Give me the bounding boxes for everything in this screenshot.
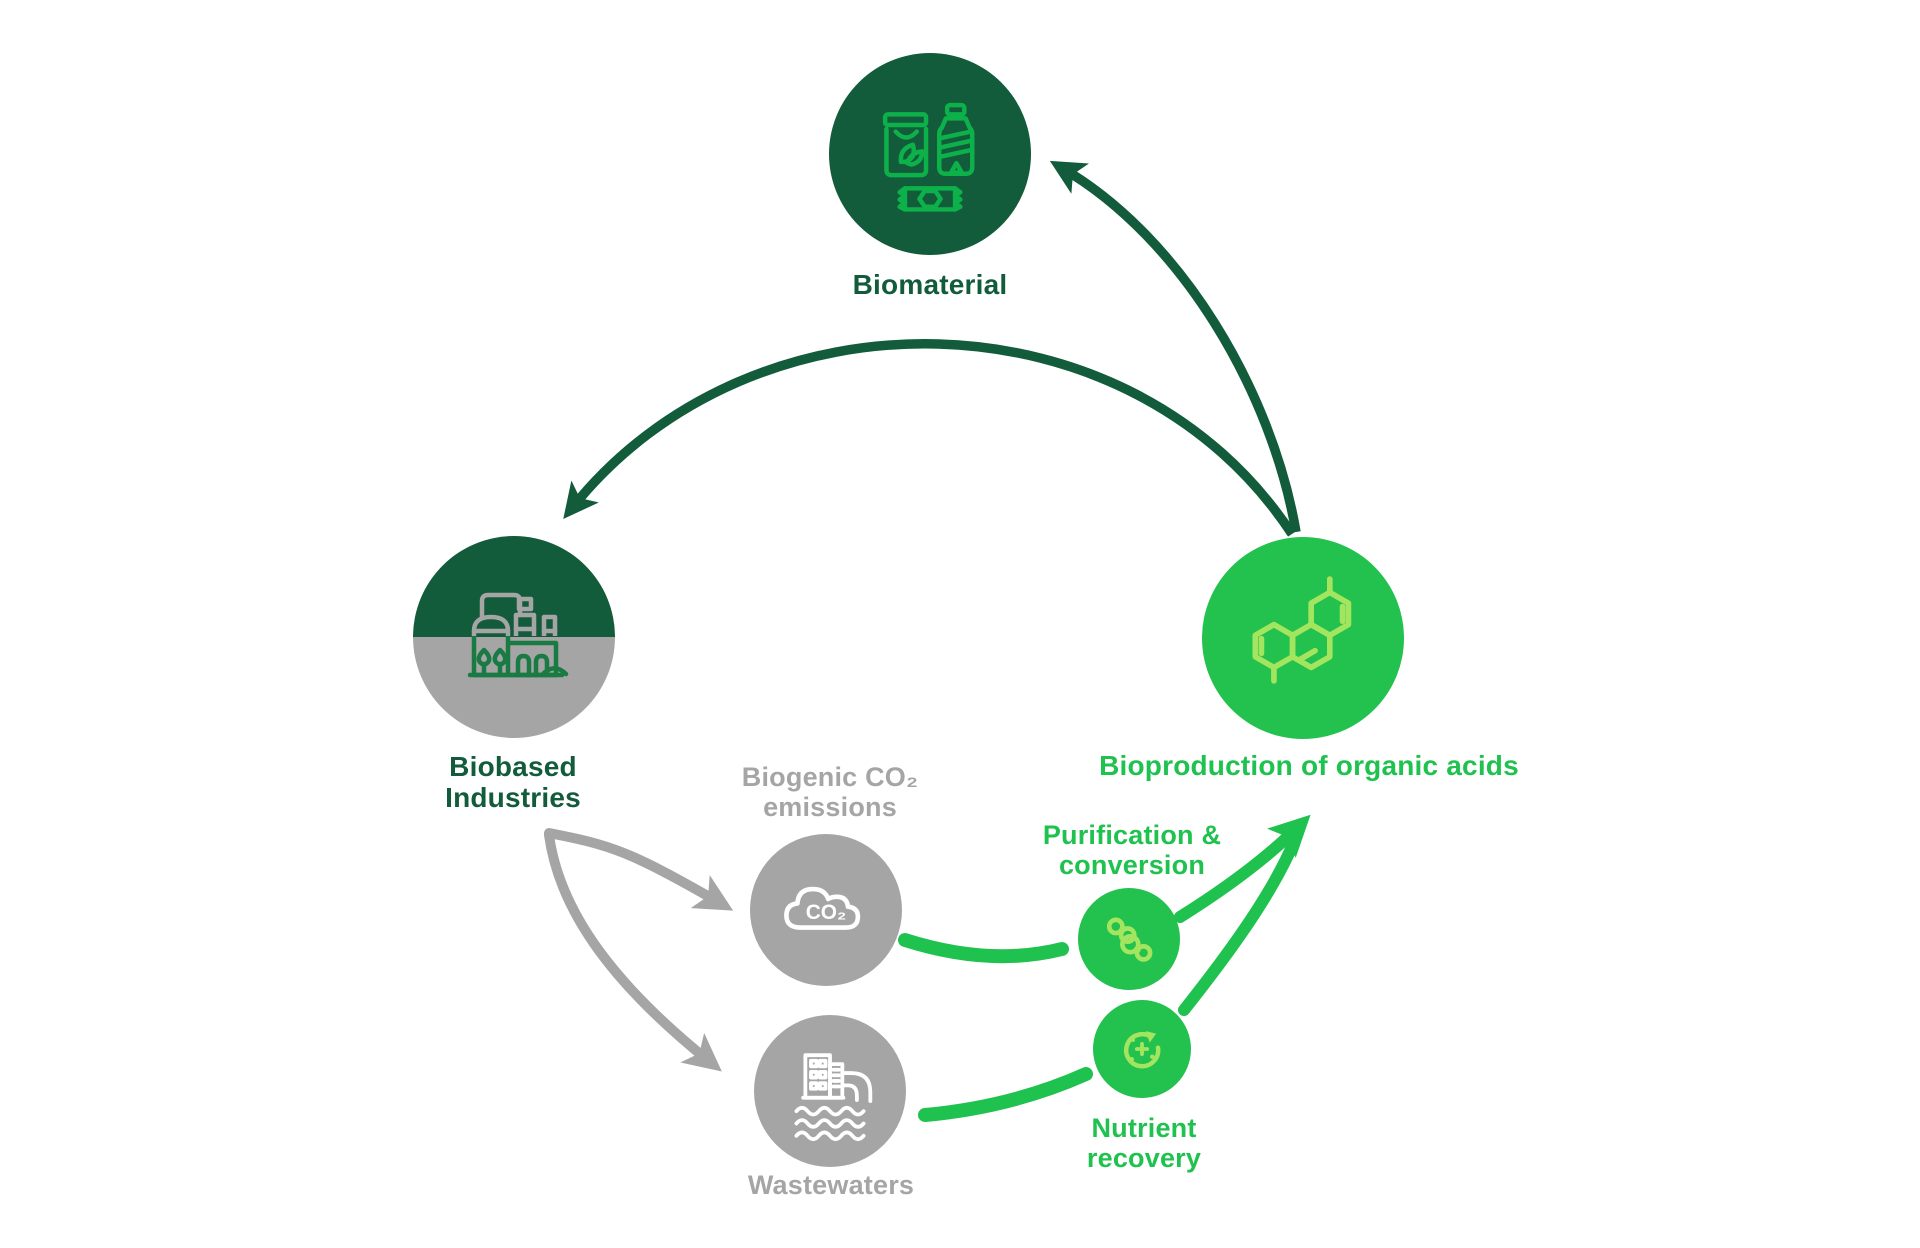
biomaterial-label: Biomaterial: [852, 269, 1008, 300]
biobased-industries-node: [413, 536, 615, 738]
biobased-industries-label: Biobased Industries: [363, 751, 663, 814]
bioproduction-node: [1202, 537, 1404, 739]
nutrient-recovery-node: [1093, 1000, 1191, 1098]
recycle-arrow-icon: [1123, 1031, 1161, 1069]
molecule-chain-icon: [1106, 917, 1153, 962]
arrow-biobased-to-wastewaters: [544, 830, 722, 1072]
biogenic-co2-node: CO₂: [750, 834, 902, 986]
wastewaters-label: Wastewaters: [747, 1170, 915, 1200]
connector-wastewaters-to-nutrient-recovery: [918, 1067, 1093, 1122]
connector-co2-to-purification: [898, 933, 1069, 964]
purification-label-line1: Purification &: [1042, 820, 1222, 850]
molecule-icon: [1252, 576, 1352, 684]
factory-icon: [467, 592, 569, 678]
biomaterial-node: [829, 53, 1031, 255]
packaging-items-icon: [882, 102, 975, 212]
arrow-purification-to-bioproduction: [1174, 814, 1311, 923]
biobased-industries-label-line2: Industries: [445, 781, 581, 813]
arrow-biobased-to-co2: [544, 828, 734, 911]
biogenic-co2-label-line1: Biogenic CO₂: [741, 762, 919, 792]
bioproduction-label: Bioproduction of organic acids: [1099, 750, 1519, 781]
arrow-bioproduction-to-biobased-industries: [563, 339, 1296, 537]
co2-cloud-icon-text: CO₂: [806, 901, 847, 924]
purification-label-line2: conversion: [1058, 849, 1206, 880]
wastewaters-node: [754, 1015, 906, 1167]
purification-node: [1078, 888, 1180, 990]
wastewater-outfall-icon: [794, 1053, 873, 1142]
arrow-bioproduction-to-biomaterial: [1049, 160, 1301, 533]
biogenic-co2-label: Biogenic CO₂ emissions: [699, 762, 961, 822]
co2-cloud-icon: CO₂: [784, 886, 861, 930]
purification-label: Purification & conversion: [1001, 820, 1263, 880]
nutrient-recovery-label-line1: Nutrient: [1091, 1113, 1197, 1143]
arrow-nutrient-recovery-to-bioproduction: [1178, 836, 1300, 1016]
nutrient-recovery-label: Nutrient recovery: [1013, 1113, 1275, 1173]
biobased-industries-label-line1: Biobased: [449, 751, 577, 782]
nutrient-recovery-label-line2: recovery: [1086, 1142, 1202, 1173]
biogenic-co2-label-line2: emissions: [763, 791, 897, 822]
